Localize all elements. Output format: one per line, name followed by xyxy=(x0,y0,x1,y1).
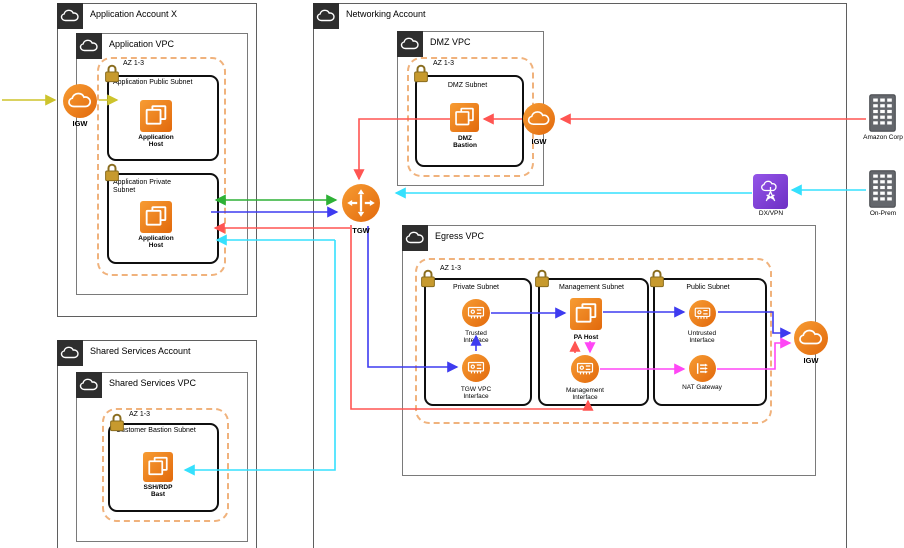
app-public-subnet-label: Application Public Subnet xyxy=(113,79,193,86)
amazon-corp-building-icon xyxy=(869,94,896,132)
dmz-vpc-title: DMZ VPC xyxy=(430,37,471,47)
application-host-icon xyxy=(140,100,172,132)
vpc-cloud-icon xyxy=(397,31,423,57)
dmz-igw-label: IGW xyxy=(531,137,547,146)
vpc-cloud-icon xyxy=(402,225,428,251)
lock-icon xyxy=(534,268,550,288)
lock-icon xyxy=(104,63,120,83)
on-prem-building-icon xyxy=(869,170,896,208)
vpc-cloud-icon xyxy=(76,33,102,59)
dx-vpn-icon xyxy=(753,174,788,209)
tgw-icon xyxy=(342,184,380,222)
lock-icon xyxy=(104,162,120,182)
account-cloud-icon xyxy=(57,340,83,366)
lock-icon xyxy=(649,268,665,288)
application-host-label: Application Host xyxy=(138,235,174,250)
pa-host-label: PA Host xyxy=(573,334,599,341)
management-interface-label: Management Interface xyxy=(566,387,604,402)
dmz-subnet-label: DMZ Subnet xyxy=(447,82,488,89)
account-cloud-icon xyxy=(313,3,339,29)
networking-account-title: Networking Account xyxy=(346,9,426,19)
ssh-rdp-bastion-icon xyxy=(143,452,173,482)
dmz-bastion-icon xyxy=(450,103,479,132)
lock-icon xyxy=(420,268,436,288)
dmz-bastion-label: DMZ Bastion xyxy=(453,135,477,150)
nat-gateway-icon xyxy=(689,355,716,382)
egress-igw-icon xyxy=(794,321,828,355)
app-account-title: Application Account X xyxy=(90,9,178,19)
management-interface-icon xyxy=(571,355,599,383)
egress-private-subnet-label: Private Subnet xyxy=(453,284,499,291)
dx-vpn-label: DX/VPN xyxy=(758,210,784,217)
egress-public-subnet-label: Public Subnet xyxy=(686,284,730,291)
ssh-rdp-bastion-label: SSH/RDP Bast xyxy=(143,484,173,499)
on-prem-label: On-Prem xyxy=(869,210,897,217)
az-label: AZ 1-3 xyxy=(440,265,462,272)
customer-bastion-subnet-label: Customer Bastion Subnet xyxy=(116,427,196,434)
shared-vpc-title: Shared Services VPC xyxy=(109,378,197,388)
application-host-icon xyxy=(140,201,172,233)
application-host-label: Application Host xyxy=(138,134,174,149)
app-igw-label: IGW xyxy=(72,119,88,128)
untrusted-interface-icon xyxy=(689,300,716,327)
account-cloud-icon xyxy=(57,3,83,29)
tgw-label: TGW xyxy=(352,226,370,235)
nat-gateway-label: NAT Gateway xyxy=(682,384,722,391)
shared-account-title: Shared Services Account xyxy=(90,346,191,356)
tgw-vpc-interface-label: TGW VPC Interface xyxy=(460,386,492,401)
lock-icon xyxy=(109,412,125,432)
app-private-subnet-label: Application Private Subnet xyxy=(113,179,171,195)
untrusted-interface-label: Untrusted Interface xyxy=(687,330,717,345)
app-igw-icon xyxy=(63,84,97,118)
dmz-igw-icon xyxy=(523,103,555,135)
egress-igw-label: IGW xyxy=(803,356,819,365)
egress-public-subnet-box xyxy=(653,278,767,406)
lock-icon xyxy=(413,63,429,83)
vpc-cloud-icon xyxy=(76,372,102,398)
application-vpc-box xyxy=(76,33,248,295)
pa-host-icon xyxy=(570,298,602,330)
trusted-interface-label: Trusted Interface xyxy=(463,330,489,345)
trusted-interface-icon xyxy=(462,299,490,327)
app-az-box xyxy=(97,57,226,276)
tgw-vpc-interface-icon xyxy=(462,354,490,382)
application-account-box xyxy=(57,3,257,317)
az-label: AZ 1-3 xyxy=(129,411,151,418)
egress-management-subnet-label: Management Subnet xyxy=(559,284,624,291)
az-label: AZ 1-3 xyxy=(123,60,145,67)
amazon-corp-label: Amazon Corp xyxy=(863,134,903,141)
az-label: AZ 1-3 xyxy=(433,60,455,67)
app-vpc-title: Application VPC xyxy=(109,39,175,49)
